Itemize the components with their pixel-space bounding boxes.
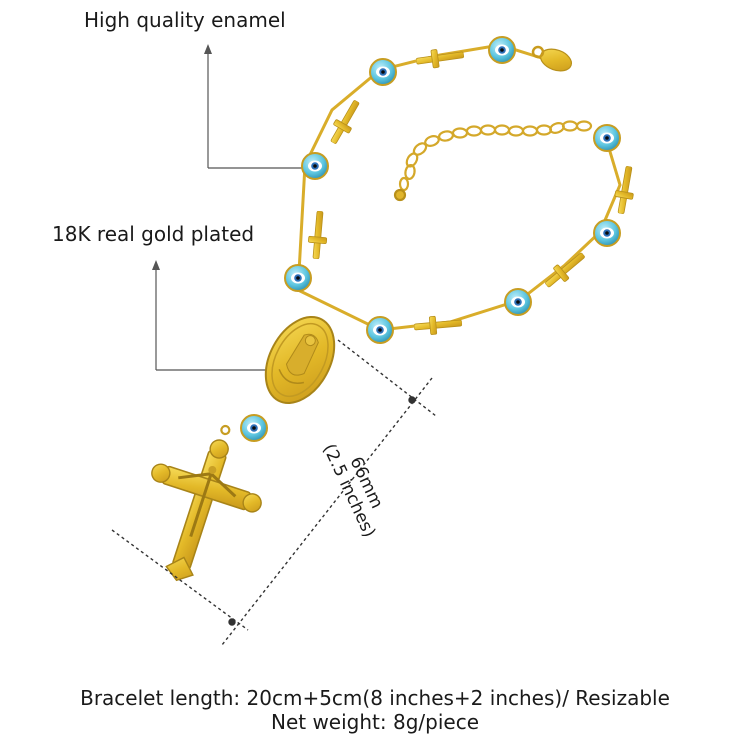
callout-enamel-label: High quality enamel bbox=[84, 8, 286, 32]
callout-gold-label: 18K real gold plated bbox=[52, 222, 255, 246]
net-weight-spec: Net weight: 8g/piece bbox=[270, 710, 479, 734]
oval-medal bbox=[264, 316, 336, 404]
lobster-clasp bbox=[531, 45, 573, 72]
extender-chain bbox=[393, 120, 593, 202]
callout-line-enamel bbox=[204, 44, 302, 169]
callout-line-gold bbox=[152, 260, 266, 371]
dimension-lines bbox=[111, 339, 437, 646]
crucifix-pendant bbox=[151, 424, 262, 582]
bracelet-chain bbox=[296, 43, 622, 332]
bracelet-length-spec: Bracelet length: 20cm+5cm(8 inches+2 inc… bbox=[80, 686, 670, 710]
product-specs: Bracelet length: 20cm+5cm(8 inches+2 inc… bbox=[0, 686, 750, 734]
